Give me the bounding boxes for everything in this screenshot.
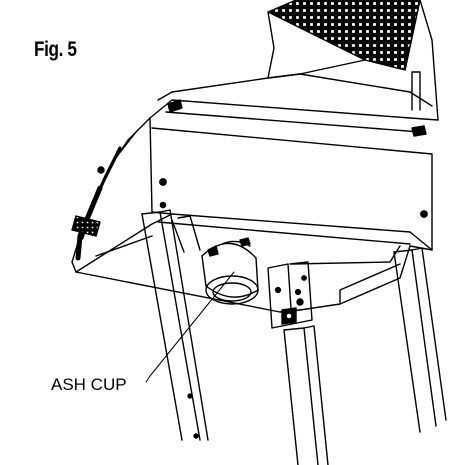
- figure-label: Fig. 5: [34, 38, 77, 61]
- leg-front-left: [141, 209, 209, 441]
- ash-cup-label: ASH CUP: [51, 375, 127, 394]
- leg-center: [283, 325, 329, 465]
- top-bolt-left: [167, 99, 183, 113]
- hopper-grate: [267, 0, 439, 121]
- ash-cup: [201, 237, 259, 305]
- lid-end: [71, 117, 151, 273]
- callout-leader: [145, 271, 235, 383]
- leg-right: [393, 247, 447, 433]
- mount-bracket: [267, 261, 313, 329]
- top-bolt-right: [411, 71, 427, 137]
- leg-back-left: [171, 215, 201, 253]
- top-panel: [149, 73, 439, 213]
